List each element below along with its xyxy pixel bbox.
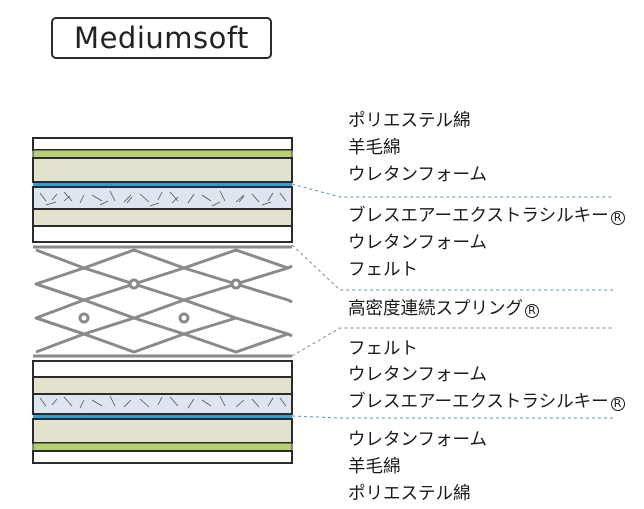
top-pad [32, 137, 293, 243]
top-silky-texture [39, 190, 287, 207]
bottom-silky-texture [39, 395, 287, 409]
model-name: Mediumsoft [74, 21, 249, 55]
leader-line-bottom [291, 415, 614, 419]
label-wool-bottom: 羊毛綿 [348, 457, 401, 477]
registered-mark-icon: R [525, 304, 539, 318]
label-wool-top: 羊毛綿 [348, 138, 401, 158]
spring-coil-row-top [34, 248, 293, 302]
top-felt-layer [32, 225, 293, 243]
spring-section [33, 245, 293, 358]
label-urethane-top: ウレタンフォーム [348, 165, 487, 185]
top-blue-line [33, 183, 292, 186]
label-felt-top: フェルト [348, 260, 418, 280]
label-felt-bottom: フェルト [348, 339, 418, 359]
registered-mark-icon: R [610, 397, 625, 411]
model-name-badge: Mediumsoft [51, 17, 272, 59]
bottom-pad [32, 360, 293, 464]
label-polyester-bottom: ポリエステル綿 [348, 484, 471, 504]
registered-mark-icon: R [610, 211, 625, 225]
leader-line-spring-top [291, 244, 614, 291]
leader-line-spring-bottom [291, 327, 614, 357]
label-urethane-mid-bottom: ウレタンフォーム [348, 365, 487, 385]
spring-joint [78, 312, 90, 324]
top-cream-layer [32, 157, 293, 183]
bottom-cover-layer [32, 450, 293, 464]
spring-joint [178, 312, 190, 324]
spring-joint [128, 278, 140, 290]
label-urethane-bottom: ウレタンフォーム [348, 430, 487, 450]
leader-line-top [291, 183, 614, 198]
bottom-silky-layer [32, 393, 293, 415]
bottom-cream-layer [32, 418, 293, 444]
spring-coil-row-bottom [35, 298, 293, 354]
leader-lines [291, 183, 614, 419]
label-urethane-mid-top: ウレタンフォーム [348, 233, 487, 253]
label-polyester-top: ポリエステル綿 [348, 111, 471, 131]
bottom-blue-line [33, 415, 292, 418]
spring-joint [230, 278, 242, 290]
